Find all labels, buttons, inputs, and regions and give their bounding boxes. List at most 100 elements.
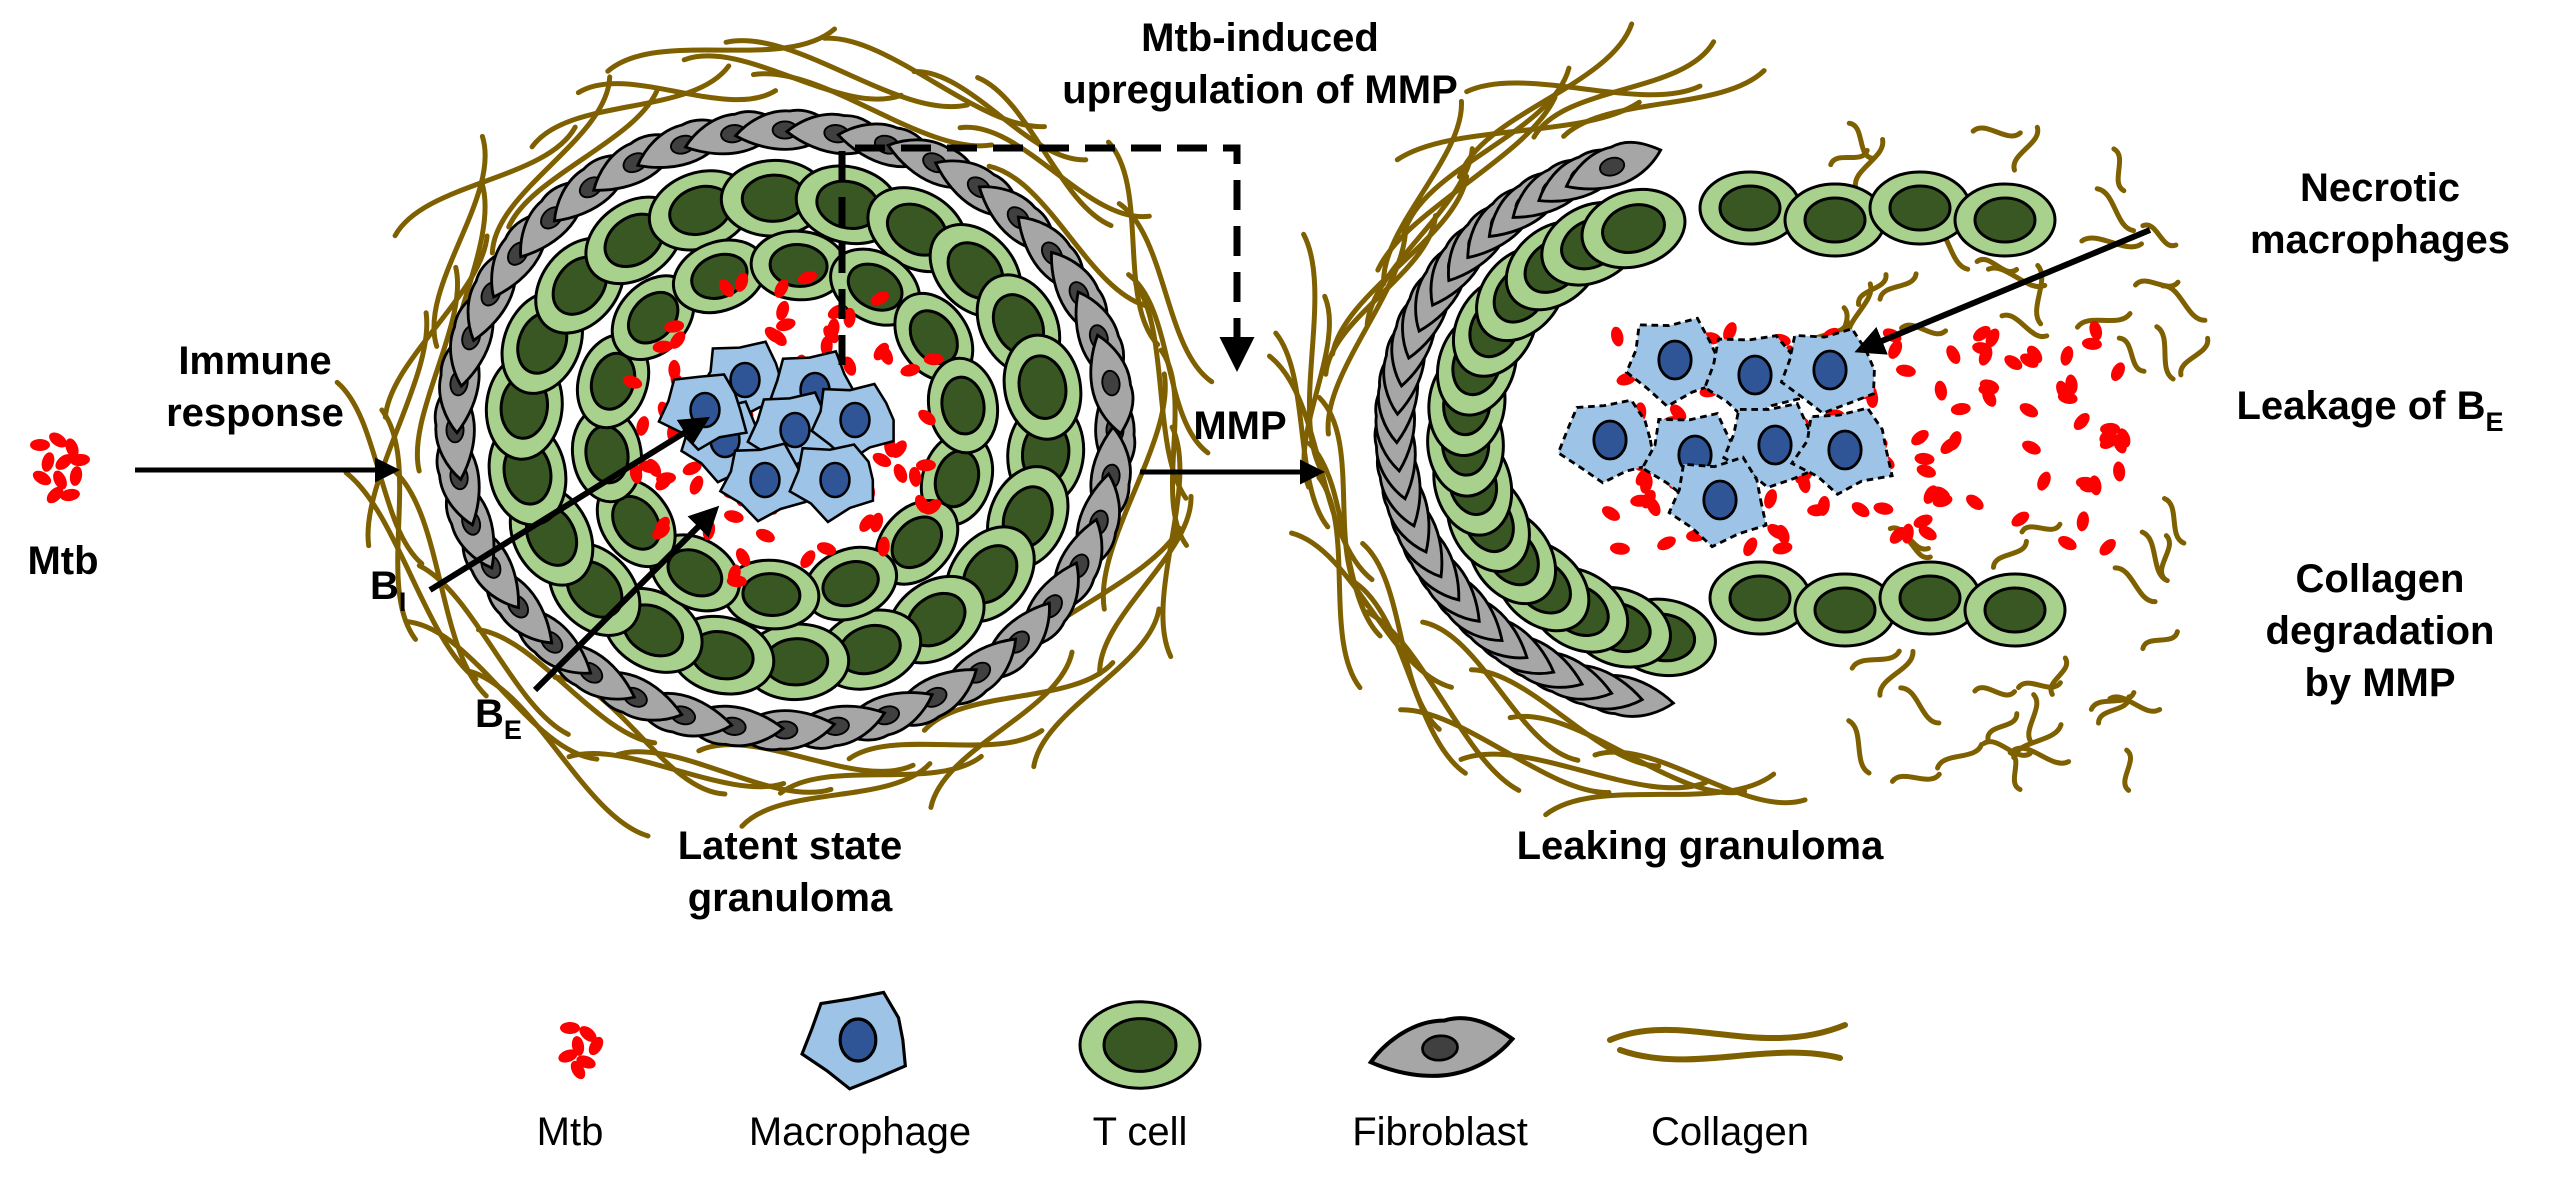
t-cell [719,158,828,238]
mtb-bacterium [664,320,685,333]
mtb-label: Mtb [27,539,99,583]
mtb-bacterium [1723,322,1737,342]
t-cell [874,498,960,586]
mtb-bacterium [2020,353,2039,368]
mtb-bacterium [46,486,64,504]
mtb-bacterium [726,575,747,588]
mtb-bacterium [1913,514,1933,529]
mtb-bacterium [652,340,673,353]
mtb-bacterium [2079,480,2100,493]
t-cell [1783,182,1887,258]
latent-granuloma [334,26,1215,839]
legend-label-mtb: Mtb [536,1110,604,1154]
collagen-layer [334,26,1215,839]
t-cell [794,164,902,246]
collagen-fiber [1133,280,1189,501]
leaking-granuloma-label: Leaking granuloma [1516,824,1884,868]
collagen-fiber [1330,173,1470,357]
mtb-bacterium [859,514,875,532]
mtb-bacterium [1985,328,2000,348]
mtb-bacterium [2037,471,2051,491]
mtb-bacterium [654,516,670,535]
t-cell [803,545,899,622]
collagen-fiber [2161,496,2187,546]
collagen-fiber [404,619,600,762]
mtb-bacterium [1978,383,1999,396]
t-cell [1002,333,1083,441]
collagen-fiber [1360,541,1442,732]
t-cell [742,622,851,702]
mtb-bacterium [893,463,908,483]
mtb-bacterium [816,542,837,556]
collagen-fiber [1898,685,1942,726]
mtb-bacterium [1601,506,1621,521]
collagen-fiber [2016,680,2063,691]
latent-granuloma-label: Latent state granuloma [677,824,903,920]
mtb-bacterium [1657,536,1676,551]
mtb-bacterium [724,510,744,523]
collagen-fiber [1877,648,1916,698]
mtb-bacterium [873,342,889,361]
mtb-bacterium [891,440,907,458]
mtb-bacterium [1776,524,1790,545]
collagen-fiber [1316,394,1371,609]
legend-label-fibroblast: Fibroblast [1352,1110,1528,1154]
mtb-bacterium [1934,380,1948,401]
fibroblast [1089,333,1135,436]
collagen-fiber [1607,1022,1848,1043]
collagen-fiber [2019,521,2063,535]
legend-label-collagen: Collagen [1651,1110,1809,1154]
collagen-fiber [921,660,1116,733]
collagen-fiber [2107,694,2163,714]
mtb-bacterium [823,325,839,344]
necrotic-macrophages-label: Necrotic macrophages [2249,166,2511,262]
mtb-bacterium [918,409,936,426]
mtb-bacterium [1923,485,1938,504]
collagen-fiber [2112,565,2158,605]
collagen-fiber [1097,493,1194,677]
mtb-bacterium [682,461,702,476]
mtb-bacterium [735,272,749,292]
mtb-icon [30,432,90,504]
collagen-fiber [1375,94,1558,273]
mtb-bacterium [800,550,816,569]
collagen-fiber [2140,222,2179,249]
mtb-bacterium [1896,364,1916,377]
fibroblast [1367,1016,1516,1078]
mtb-bacterium [877,536,890,557]
mtb-bacterium [843,307,856,328]
collagen-fiber [1420,619,1581,763]
collagen-fiber [489,74,613,256]
be-label: BE [475,692,522,745]
collagen-fiber [2154,324,2176,382]
mtb-bacterium [629,463,643,484]
collagen-fiber [1970,125,2023,139]
mtb-bacterium [1611,326,1624,347]
collagen-fiber [605,26,838,74]
collagen-fiber [2116,335,2147,374]
collagen-fiber [1853,136,1886,190]
collagen-fiber [1458,751,1709,791]
mtb-bacterium [2058,536,2077,551]
necrotic-macrophage [1624,316,1720,409]
collagen-fiber [2159,533,2172,582]
collagen-fiber [1617,1047,1843,1063]
t-cell-ring [1426,170,2067,678]
mtb-bacterium [1940,437,1958,454]
mtb-bacterium [2099,538,2116,556]
collagen-fiber [2048,655,2070,697]
mtb-bacterium [1873,502,1894,515]
collagen-fiber [2011,722,2064,761]
mtb-bacterium [646,458,662,477]
necrotic-macrophage-cluster [1556,316,1894,549]
mtb-bacterium [1973,325,1991,342]
mtb-bacterium [718,279,735,297]
t-cell [926,356,1000,455]
mtb-bacterium [2089,320,2103,341]
mtb-bacterium [588,1036,604,1056]
collagen-fiber [1301,231,1324,472]
collagen-fiber [1116,201,1215,385]
mtb-bacterium [60,488,80,502]
mtb-bacterium [41,452,55,472]
collagen-fiber [1990,538,2029,570]
